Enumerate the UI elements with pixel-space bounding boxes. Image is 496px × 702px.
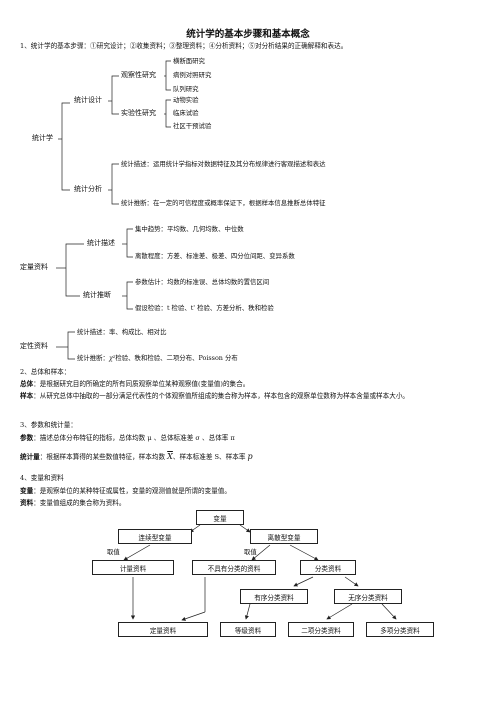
variable-def: ：是观察单位的某种特征或属性，变量的观测值就是所谓的变量值。 xyxy=(33,487,231,495)
tree-stats-root: 统计学 xyxy=(32,134,53,142)
flow-measurement: 计量资料 xyxy=(92,560,174,575)
tree-quant-desc: 统计描述 xyxy=(87,239,115,247)
obs-item: 横断面研究 xyxy=(173,57,205,65)
qual-infer-pre: 统计推断： xyxy=(77,354,109,362)
flow-variable: 变量 xyxy=(196,510,244,525)
flow-multi: 多项分类资料 xyxy=(366,622,434,637)
variable-definition: 变量：是观察单位的某种特征或属性，变量的观测值就是所谓的变量值。 xyxy=(20,488,488,495)
quant-desc-item: 集中趋势：平均数、几何均数、中位数 xyxy=(135,225,244,233)
parameter-definition: 参数：描述总体分布特征的指标，总体均数 μ 、总体标准差 σ 、总体率 π xyxy=(20,435,488,442)
flow-quantitative: 定量资料 xyxy=(118,622,208,637)
tree-stats-observational: 观察性研究 xyxy=(121,71,156,79)
flow-nominal: 无序分类资料 xyxy=(334,589,402,604)
flow-ranked: 等级资料 xyxy=(220,622,276,637)
flow-classified: 分类资料 xyxy=(300,560,356,575)
parameter-def: ：描述总体分布特征的指标，总体均数 μ 、总体标准差 σ 、总体率 π xyxy=(33,434,235,442)
data-definition: 资料：变量值组成的集合称为资料。 xyxy=(20,500,488,507)
variable-term: 变量 xyxy=(20,487,34,495)
population-term: 总体 xyxy=(20,380,34,388)
data-term: 资料 xyxy=(20,499,34,507)
data-def: ：变量值组成的集合称为资料。 xyxy=(33,499,126,507)
flow-take-value-1: 取值 xyxy=(107,548,120,556)
flow-binary: 二项分类资料 xyxy=(288,622,354,637)
page-title: 统计学的基本步骤和基本概念 xyxy=(186,29,310,40)
exp-item: 临床试验 xyxy=(173,109,199,117)
qual-desc: 统计描述：率、构成比、相对比 xyxy=(77,328,167,336)
section2-heading: 2、总体和样本： xyxy=(20,368,71,376)
xbar-symbol: X xyxy=(167,452,173,461)
chi-square-symbol: χ² xyxy=(108,354,116,362)
statistic-term: 统计量 xyxy=(20,453,40,461)
section1-heading: 1、统计学的基本步骤：①研究设计；②收集资料；③整理资料；④分析资料；⑤对分析结… xyxy=(20,42,348,50)
sample-term: 样本 xyxy=(20,392,34,400)
sample-def: ：从研究总体中抽取的一部分满足代表性的个体观察值所组成的集合称为样本，样本包含的… xyxy=(33,392,410,400)
population-def: ：是根据研究目的所确定的所有同质观察单位某种观察值(变量值)的集合。 xyxy=(33,380,250,388)
tree-stats-design: 统计设计 xyxy=(74,96,102,104)
stats-desc: 统计描述：运用统计学指标对数据特征及其分布规律进行客观描述和表达 xyxy=(121,160,326,168)
tree-quant-infer: 统计推断 xyxy=(83,291,111,299)
statistic-def: ：根据样本算得的某些数值特征，样本均数 xyxy=(39,453,166,461)
quant-infer-item: 假设检验：t 检验、t' 检验、方差分析、秩和检验 xyxy=(135,304,274,312)
quant-infer-item: 参数估计：均数的标准误、总体均数的置信区间 xyxy=(135,278,270,286)
exp-item: 动物实验 xyxy=(173,96,199,104)
flow-take-value-2: 取值 xyxy=(244,548,257,556)
population-definition: 总体：是根据研究目的所确定的所有同质观察单位某种观察值(变量值)的集合。 xyxy=(20,381,488,388)
qual-infer-post: 检验、秩和检验、二项分布、Poisson 分布 xyxy=(115,354,238,362)
flow-continuous: 连续型变量 xyxy=(118,529,192,544)
section3-heading: 3、参数和统计量： xyxy=(20,421,77,429)
obs-item: 病例对照研究 xyxy=(173,71,212,79)
tree-quant-root: 定量资料 xyxy=(20,263,48,271)
sample-definition: 样本：从研究总体中抽取的一部分满足代表性的个体观察值所组成的集合称为样本，样本包… xyxy=(20,391,488,401)
parameter-term: 参数 xyxy=(20,434,34,442)
quant-desc-item: 离散程度：方差、标准差、极差、四分位间距、变异系数 xyxy=(135,252,295,260)
flow-discrete: 离散型变量 xyxy=(250,529,318,544)
obs-item: 队列研究 xyxy=(173,85,199,93)
qual-infer: 统计推断：χ²检验、秩和检验、二项分布、Poisson 分布 xyxy=(77,355,238,361)
statistic-rest: 、样本标准差 S、样本率 xyxy=(172,453,246,461)
p-symbol: p xyxy=(247,452,253,461)
section4-heading: 4、变量和资料 xyxy=(20,474,64,482)
flow-no-class: 不具有分类的资料 xyxy=(192,560,276,575)
stats-infer: 统计推断：在一定的可信程度或概率保证下，根据样本信息推断总体特征 xyxy=(121,199,326,207)
tree-qual-root: 定性资料 xyxy=(20,342,48,350)
tree-stats-analysis: 统计分析 xyxy=(74,185,102,193)
tree-stats-experimental: 实验性研究 xyxy=(121,109,156,117)
statistic-definition: 统计量：根据样本算得的某些数值特征，样本均数 X、样本标准差 S、样本率 p xyxy=(20,453,488,461)
flow-ordinal: 有序分类资料 xyxy=(240,589,308,604)
exp-item: 社区干预试验 xyxy=(173,122,212,130)
